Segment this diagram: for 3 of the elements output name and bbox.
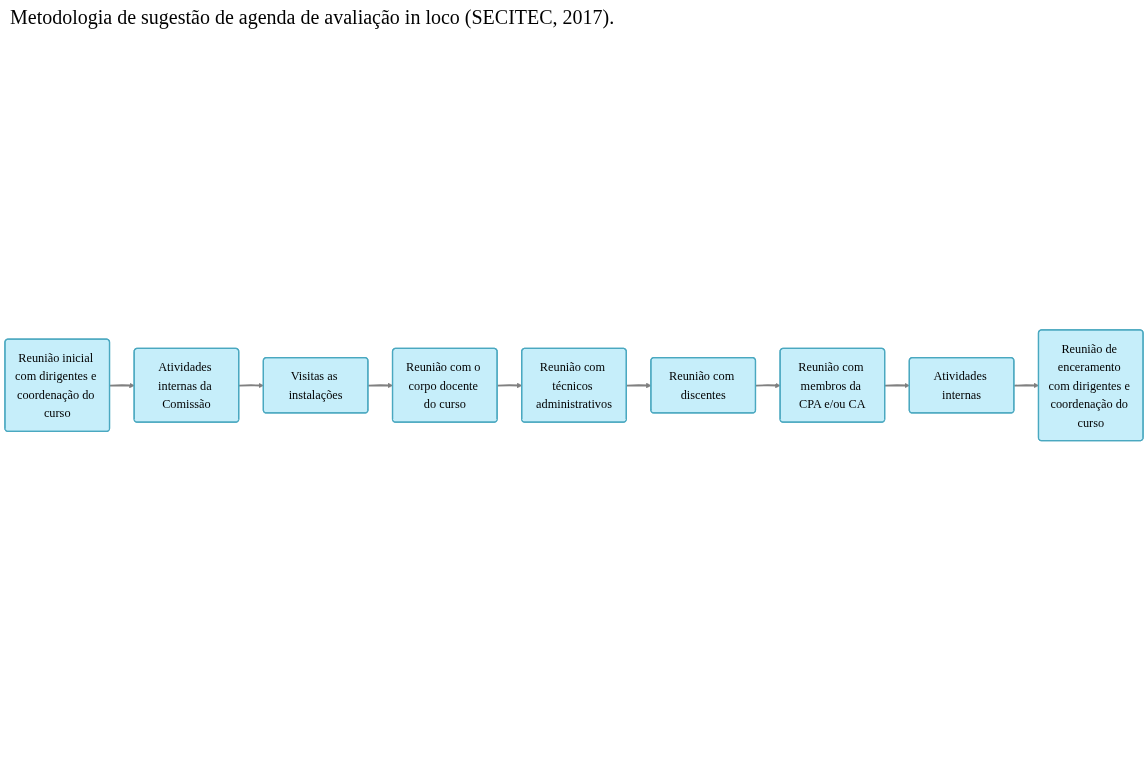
arrow	[884, 382, 910, 388]
arrow	[238, 382, 264, 388]
diagram-title: Metodologia de sugestão de agenda de avaliação in loco (SECITEC, 2017).	[9, 5, 616, 31]
